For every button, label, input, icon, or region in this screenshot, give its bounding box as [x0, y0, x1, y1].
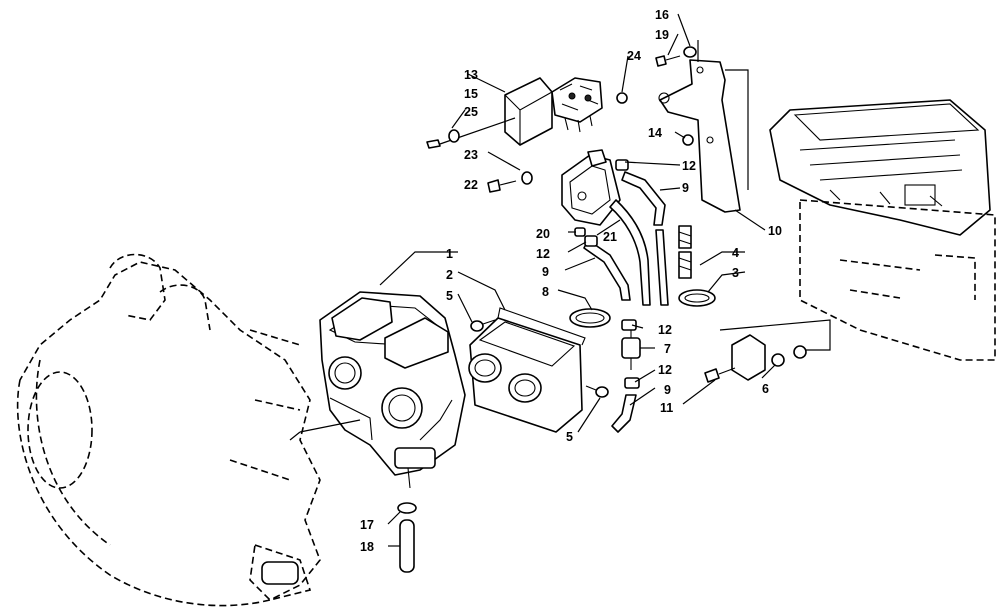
- callout-2: 2: [446, 268, 453, 282]
- callout-24: 24: [627, 49, 641, 63]
- module-13: [439, 77, 553, 146]
- callout-8: 8: [542, 285, 549, 299]
- hose-clamp-12-d: [624, 377, 640, 389]
- callout-12-c: 12: [658, 323, 672, 337]
- callout-23: 23: [464, 148, 478, 162]
- valve-cluster: [551, 77, 603, 133]
- leader-lines: [379, 13, 776, 547]
- callout-12-a: 12: [682, 159, 696, 173]
- callout-12-b: 12: [536, 247, 550, 261]
- fuel-hose-9-middle: [583, 239, 631, 301]
- callout-16: 16: [655, 8, 669, 22]
- callout-5-lower: 5: [566, 430, 573, 444]
- screw-15: [426, 139, 441, 149]
- air-silencer-box: [719, 99, 996, 361]
- vent-valve-6: [731, 334, 807, 381]
- callout-5-upper: 5: [446, 289, 453, 303]
- callout-12-d: 12: [658, 363, 672, 377]
- washer-23: [521, 171, 533, 185]
- callout-9-lower: 9: [664, 383, 671, 397]
- clamp-17: [397, 502, 417, 514]
- callout-21: 21: [603, 230, 617, 244]
- spring-4: [678, 225, 692, 279]
- callout-11: 11: [660, 401, 673, 415]
- callout-7: 7: [664, 342, 671, 356]
- callout-6: 6: [762, 382, 769, 396]
- clamp-8: [569, 308, 611, 328]
- callout-18: 18: [360, 540, 374, 554]
- fuel-hose-21: [609, 199, 669, 306]
- callout-22: 22: [464, 178, 478, 192]
- screw-5-lower: [585, 385, 609, 398]
- washer-24: [616, 92, 628, 104]
- screw-11: [704, 367, 736, 383]
- callout-9-middle: 9: [542, 265, 549, 279]
- callout-17: 17: [360, 518, 374, 532]
- washer-25: [448, 129, 460, 143]
- drain-tube-18: [399, 519, 415, 573]
- screw-19: [655, 55, 681, 67]
- callout-15: 15: [464, 87, 478, 101]
- carburetor-assembly: [289, 291, 466, 489]
- callout-10: 10: [768, 224, 782, 238]
- washer-14: [682, 134, 694, 146]
- fuel-pump: [561, 149, 621, 226]
- clamp-3: [678, 289, 716, 307]
- engine-outline: [16, 253, 321, 607]
- hose-clamp-12-c: [621, 319, 637, 331]
- fitting-20: [574, 227, 586, 237]
- screw-5-upper: [470, 319, 496, 332]
- callout-3: 3: [732, 266, 739, 280]
- callout-19: 19: [655, 28, 669, 42]
- callout-25: 25: [464, 105, 478, 119]
- fuel-hose-9-upper: [621, 171, 666, 226]
- callout-9-upper: 9: [682, 181, 689, 195]
- nut-16: [683, 46, 697, 58]
- airbox-adapter: [468, 307, 586, 433]
- screw-22: [487, 179, 517, 193]
- hose-clamp-12-b: [584, 235, 598, 247]
- callout-14: 14: [648, 126, 662, 140]
- callout-1: 1: [446, 247, 453, 261]
- callout-labels: 1 2 5 8 9 12 20 21 22 23 13 15 25 16 19 …: [360, 8, 782, 554]
- callout-13: 13: [464, 68, 478, 82]
- fuel-hose-9-lower: [611, 394, 637, 433]
- callout-20: 20: [536, 227, 550, 241]
- callout-4: 4: [732, 246, 739, 260]
- mounting-bracket-10: [658, 40, 749, 213]
- fuel-filter-7: [621, 330, 641, 370]
